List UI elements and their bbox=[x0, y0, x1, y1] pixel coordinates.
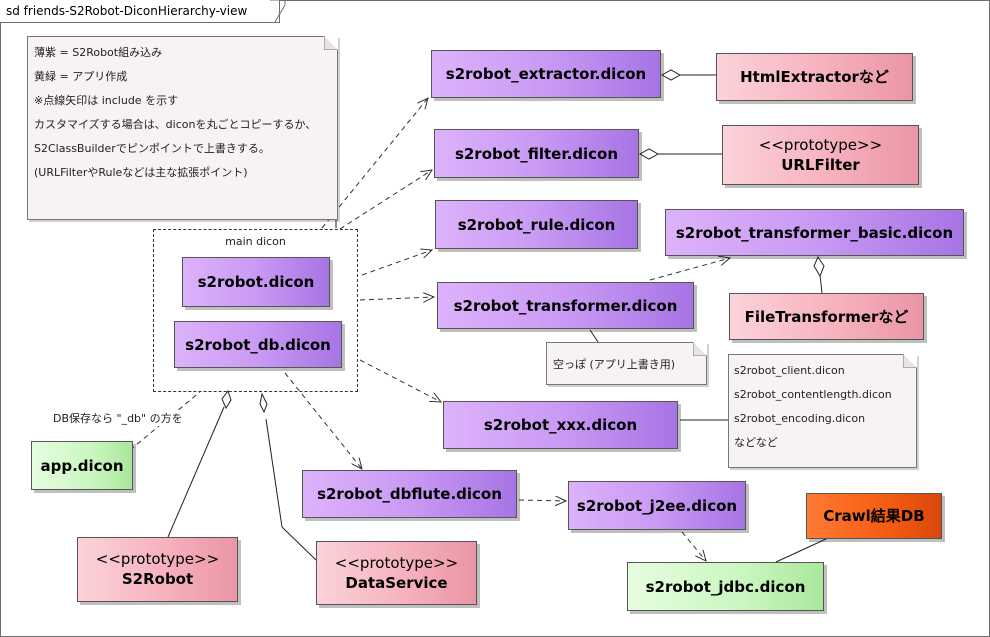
aggregation-diamond-transformer-basic bbox=[813, 255, 825, 278]
box-file-transformer[interactable]: FileTransformerなど bbox=[729, 293, 924, 340]
aggregation-diamond-s2robot bbox=[221, 389, 232, 410]
box-label: s2robot_xxx.dicon bbox=[483, 416, 638, 434]
note-fold-icon bbox=[324, 36, 338, 50]
box-data-service-prototype[interactable]: <<prototype>> DataService bbox=[316, 541, 477, 605]
box-label: FileTransformerなど bbox=[744, 307, 909, 326]
frame-tab-corner bbox=[270, 0, 286, 23]
box-stereotype: <<prototype>> bbox=[334, 553, 459, 572]
box-filter-dicon[interactable]: s2robot_filter.dicon bbox=[434, 129, 639, 178]
xxx-note-line: s2robot_client.dicon bbox=[734, 364, 845, 377]
box-rule-dicon[interactable]: s2robot_rule.dicon bbox=[435, 200, 638, 249]
transformer-note: 空っぽ (アプリ上書き用) bbox=[546, 342, 707, 385]
note-fold-icon bbox=[903, 354, 917, 368]
box-s2robot-prototype[interactable]: <<prototype>> S2Robot bbox=[77, 537, 238, 602]
include-arrow-filter bbox=[339, 170, 432, 230]
transformer-note-text: 空っぽ (アプリ上書き用) bbox=[553, 358, 676, 371]
include-arrow-xxx bbox=[359, 359, 441, 402]
box-label: s2robot.dicon bbox=[197, 273, 315, 291]
include-arrow-transformer-basic bbox=[649, 258, 730, 281]
box-stereotype: <<prototype>> bbox=[758, 135, 883, 154]
box-s2robot-db-dicon[interactable]: s2robot_db.dicon bbox=[174, 321, 342, 368]
legend-line: ※点線矢印は include を示す bbox=[34, 94, 179, 107]
aggregation-diamond-db bbox=[259, 392, 268, 414]
include-arrow-extractor bbox=[321, 98, 428, 229]
legend-line: S2ClassBuilderでピンポイントで上書きする。 bbox=[34, 142, 270, 155]
legend-line: (URLFilterやRuleなどは主な拡張ポイント) bbox=[34, 166, 248, 179]
box-s2robot-dicon[interactable]: s2robot.dicon bbox=[182, 257, 330, 307]
box-label: s2robot_extractor.dicon bbox=[445, 65, 647, 83]
box-label: S2Robot bbox=[121, 570, 194, 588]
include-arrow-rule bbox=[361, 250, 432, 276]
box-label: s2robot_rule.dicon bbox=[457, 215, 616, 234]
legend-line: 黄緑 = アプリ作成 bbox=[34, 70, 128, 83]
xxx-note-line: などなど bbox=[734, 436, 778, 449]
aggregation-diamond-filter bbox=[638, 148, 660, 160]
box-dbflute-dicon[interactable]: s2robot_dbflute.dicon bbox=[302, 470, 517, 518]
box-label: s2robot_j2ee.dicon bbox=[576, 496, 738, 515]
box-html-extractor[interactable]: HtmlExtractorなど bbox=[716, 53, 913, 101]
box-label: s2robot_dbflute.dicon bbox=[317, 485, 502, 503]
box-label: Crawl結果DB bbox=[823, 507, 925, 525]
box-label: s2robot_transformer.dicon bbox=[453, 296, 678, 315]
box-label: DataService bbox=[345, 573, 448, 592]
xxx-note-line: s2robot_encoding.dicon bbox=[734, 412, 866, 425]
legend-line: 薄紫 = S2Robot組み込み bbox=[34, 46, 163, 59]
group-label: main dicon bbox=[225, 235, 286, 248]
include-arrow-transformer bbox=[359, 297, 434, 300]
include-arrow-dbflute bbox=[284, 372, 362, 469]
box-jdbc-dicon[interactable]: s2robot_jdbc.dicon bbox=[627, 562, 824, 611]
aggregation-diamond-extractor bbox=[660, 69, 682, 81]
box-label: s2robot_db.dicon bbox=[185, 335, 331, 354]
box-extractor-dicon[interactable]: s2robot_extractor.dicon bbox=[431, 50, 661, 98]
box-crawl-db[interactable]: Crawl結果DB bbox=[806, 493, 942, 539]
box-j2ee-dicon[interactable]: s2robot_j2ee.dicon bbox=[568, 481, 746, 530]
legend-line: カスタマイズする場合は、diconを丸ごとコピーするか、 bbox=[34, 118, 317, 131]
xxx-note-line: s2robot_contentlength.dicon bbox=[734, 388, 892, 401]
box-transformer-dicon[interactable]: s2robot_transformer.dicon bbox=[437, 282, 694, 329]
box-transformer-basic-dicon[interactable]: s2robot_transformer_basic.dicon bbox=[665, 209, 964, 256]
box-label: URLFilter bbox=[781, 155, 860, 174]
box-url-filter[interactable]: <<prototype>> URLFilter bbox=[722, 125, 919, 185]
box-label: app.dicon bbox=[40, 456, 124, 475]
box-label: HtmlExtractorなど bbox=[740, 68, 889, 86]
box-label: s2robot_filter.dicon bbox=[454, 144, 619, 163]
xxx-note: s2robot_client.dicon s2robot_contentleng… bbox=[728, 354, 917, 468]
main-dicon-group: main dicon bbox=[153, 229, 358, 392]
box-xxx-dicon[interactable]: s2robot_xxx.dicon bbox=[443, 401, 678, 449]
frame-title: sd friends-S2Robot-DiconHierarchy-view bbox=[0, 0, 281, 23]
box-label: s2robot_transformer_basic.dicon bbox=[675, 223, 954, 242]
app-db-label: DB保存なら "_db" の方を bbox=[53, 410, 183, 426]
box-app-dicon[interactable]: app.dicon bbox=[31, 441, 133, 490]
include-arrow-jdbc bbox=[681, 531, 706, 561]
note-fold-icon bbox=[693, 342, 707, 356]
box-stereotype: <<prototype>> bbox=[95, 550, 220, 568]
box-label: s2robot_jdbc.dicon bbox=[645, 577, 806, 596]
include-arrow-j2ee bbox=[518, 500, 566, 501]
legend-note: 薄紫 = S2Robot組み込み 黄緑 = アプリ作成 ※点線矢印は inclu… bbox=[27, 36, 338, 220]
